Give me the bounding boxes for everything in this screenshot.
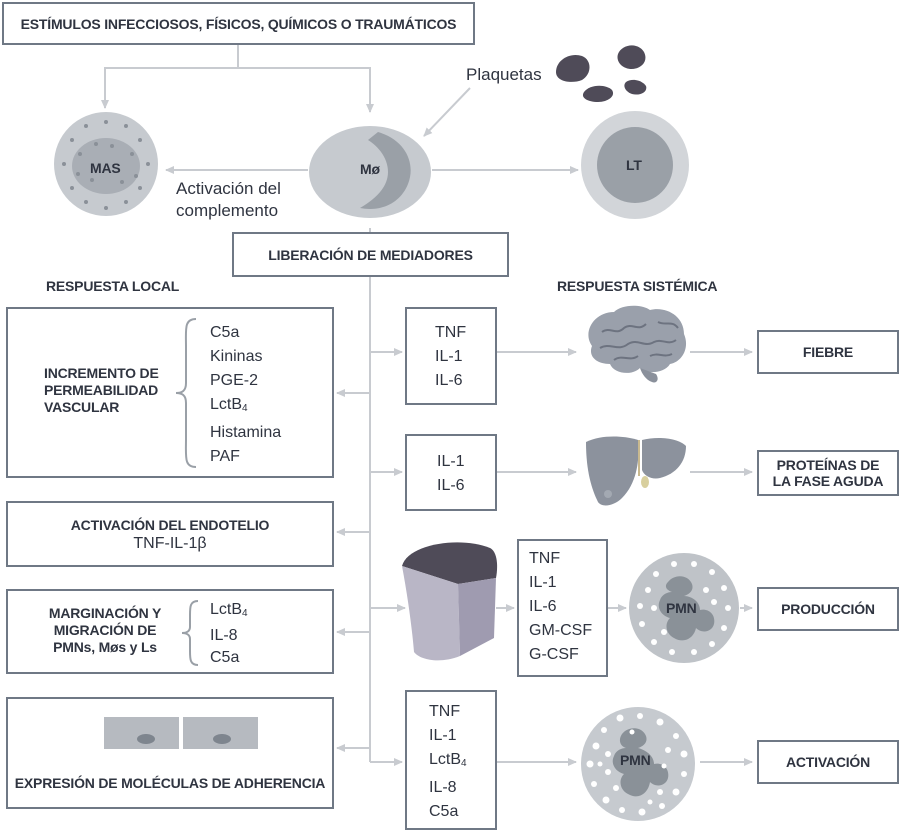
fever-result-box: FIEBRE xyxy=(757,330,899,374)
acute-phase-line-2: LA FASE AGUDA xyxy=(772,473,884,489)
stimuli-box: ESTÍMULOS INFECCIOSOS, FÍSICOS, QUÍMICOS… xyxy=(2,2,475,45)
macrophage-label: Mø xyxy=(360,161,380,177)
stimuli-label: ESTÍMULOS INFECCIOSOS, FÍSICOS, QUÍMICOS… xyxy=(20,15,457,32)
mediators-label: LIBERACIÓN DE MEDIADORES xyxy=(268,246,473,263)
acute-phase-mediators: IL-1 IL-6 xyxy=(437,450,465,498)
mediator-il1: IL-1 xyxy=(435,348,463,365)
margination-box: MARGINACIÓN Y MIGRACIÓN DE PMNs, Møs y L… xyxy=(6,589,334,674)
systemic-response-title: RESPUESTA SISTÉMICA xyxy=(557,278,718,294)
mediator-pge2: PGE-2 xyxy=(210,372,259,389)
permeability-mediators: C5a Kininas PGE-2 LctB4 Histamina PAF xyxy=(210,321,281,469)
arrow-to-macrophage xyxy=(238,67,374,113)
lt-label: LT xyxy=(626,157,642,173)
pmn-cell-icon xyxy=(581,707,695,821)
permeability-box: INCREMENTO DE PERMEABILIDAD VASCULAR C5a… xyxy=(6,307,334,478)
mediator-histamina: Histamina xyxy=(210,424,282,441)
mediator-paf: PAF xyxy=(210,448,240,465)
endothelium-box: ACTIVACIÓN DEL ENDOTELIO TNF-IL-1β xyxy=(6,501,334,567)
production-result-box: PRODUCCIÓN xyxy=(757,587,899,631)
mediator-tnf: TNF xyxy=(435,324,467,341)
permeability-line-3: VASCULAR xyxy=(44,399,120,415)
fever-label: FIEBRE xyxy=(802,344,854,360)
production-label: PRODUCCIÓN xyxy=(781,601,875,617)
activation-label: ACTIVACIÓN xyxy=(785,754,871,770)
mediator-il1: IL-1 xyxy=(437,453,465,470)
mediator-il8: IL-8 xyxy=(210,627,238,644)
arrow-platelets xyxy=(423,87,471,137)
mediator-il8: IL-8 xyxy=(429,779,457,796)
mediator-lctb4: LctB4 xyxy=(210,601,248,619)
mediator-il1: IL-1 xyxy=(529,574,557,591)
margination-line-1: MARGINACIÓN Y xyxy=(48,605,162,621)
mast-cell-icon xyxy=(54,112,158,216)
mediator-tnf: TNF xyxy=(529,550,561,567)
platelets-label: Plaquetas xyxy=(466,65,542,84)
endothelium-sub: TNF-IL-1β xyxy=(133,535,207,552)
mediator-c5a: C5a xyxy=(210,324,240,341)
brace-icon xyxy=(181,600,199,666)
platelets-icon xyxy=(556,45,647,102)
margination-mediators: LctB4 IL-8 C5a xyxy=(210,599,248,669)
acute-phase-mediators-box: IL-1 IL-6 xyxy=(405,434,497,511)
liver-icon xyxy=(586,436,686,506)
mediator-g-csf: G-CSF xyxy=(529,646,579,663)
mediator-il6: IL-6 xyxy=(529,598,557,615)
permeability-title: INCREMENTO DE PERMEABILIDAD VASCULAR xyxy=(44,365,159,416)
complement-line-1: Activación del xyxy=(176,179,281,198)
mediators-box: LIBERACIÓN DE MEDIADORES xyxy=(232,232,509,277)
acute-phase-label: PROTEÍNAS DE LA FASE AGUDA xyxy=(773,457,884,489)
complement-line-2: complemento xyxy=(176,201,279,220)
pmn-label-activation: PMN xyxy=(620,752,651,768)
mediator-c5a: C5a xyxy=(429,803,459,820)
brace-icon xyxy=(175,318,197,468)
mediator-lctb4: LctB4 xyxy=(210,396,248,414)
adhesion-title: EXPRESIÓN DE MOLÉCULAS DE ADHERENCIA xyxy=(14,775,326,791)
lymphocyte-icon xyxy=(581,111,689,219)
production-mediators-box: TNF IL-1 IL-6 GM-CSF G-CSF xyxy=(517,539,608,677)
production-mediators: TNF IL-1 IL-6 GM-CSF G-CSF xyxy=(529,547,592,667)
margination-title: MARGINACIÓN Y MIGRACIÓN DE PMNs, Møs y L… xyxy=(34,605,176,656)
complement-label: Activación del complemento xyxy=(176,178,281,222)
acute-phase-line-1: PROTEÍNAS DE xyxy=(776,457,880,473)
pmn-label-production: PMN xyxy=(666,600,697,616)
pmn-cell-icon xyxy=(629,553,739,663)
margination-line-3: PMNs, Møs y Ls xyxy=(53,639,157,655)
endothelial-cells-icon xyxy=(104,717,258,749)
permeability-line-2: PERMEABILIDAD xyxy=(44,382,159,398)
mediator-il6: IL-6 xyxy=(435,372,463,389)
mediator-il1: IL-1 xyxy=(429,727,457,744)
adhesion-box: EXPRESIÓN DE MOLÉCULAS DE ADHERENCIA xyxy=(6,697,334,809)
permeability-line-1: INCREMENTO DE xyxy=(44,365,159,381)
brain-icon xyxy=(588,305,687,383)
local-response-title: RESPUESTA LOCAL xyxy=(46,278,180,294)
fever-mediators: TNF IL-1 IL-6 xyxy=(435,321,466,393)
mediator-gm-csf: GM-CSF xyxy=(529,622,593,639)
acute-phase-result-box: PROTEÍNAS DE LA FASE AGUDA xyxy=(757,450,899,496)
mediator-c5a: C5a xyxy=(210,649,240,666)
mediator-kininas: Kininas xyxy=(210,348,263,365)
activation-mediators-box: TNF IL-1 LctB4 IL-8 C5a xyxy=(405,690,497,830)
mediator-tnf: TNF xyxy=(429,703,461,720)
bone-icon xyxy=(402,542,498,661)
mediator-il6: IL-6 xyxy=(437,477,465,494)
fever-mediators-box: TNF IL-1 IL-6 xyxy=(405,307,497,405)
activation-result-box: ACTIVACIÓN xyxy=(757,740,899,784)
margination-line-2: MIGRACIÓN DE xyxy=(53,622,157,638)
arrow-to-mas xyxy=(101,45,239,109)
activation-mediators: TNF IL-1 LctB4 IL-8 C5a xyxy=(429,700,467,824)
endothelium-title: ACTIVACIÓN DEL ENDOTELIO xyxy=(70,517,270,533)
macrophage-icon xyxy=(309,126,431,218)
mas-label: MAS xyxy=(90,160,121,176)
mediator-lctb4: LctB4 xyxy=(429,751,467,769)
